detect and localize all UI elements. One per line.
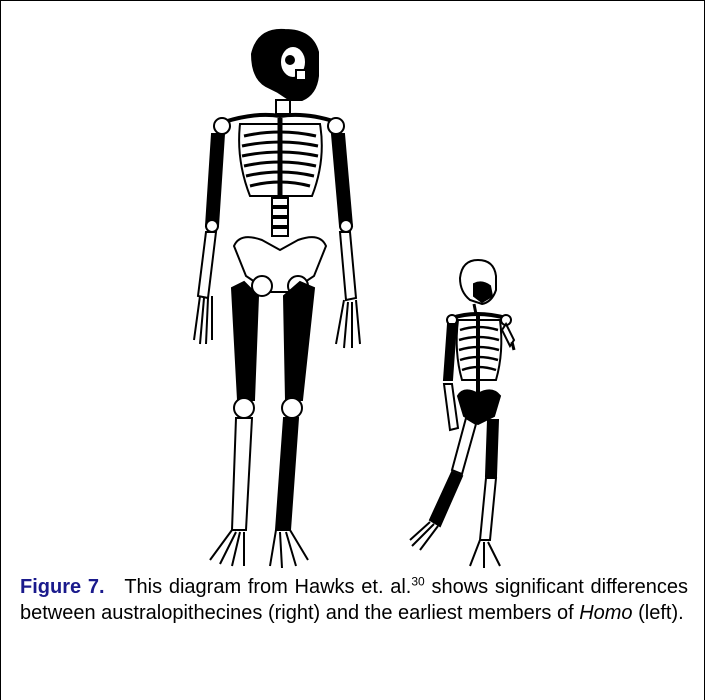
skeleton-illustration (0, 0, 707, 570)
citation-number: 30 (411, 574, 424, 588)
figure-caption: Figure 7. This diagram from Hawks et. al… (20, 574, 688, 626)
australopithecine-skeleton (410, 260, 514, 568)
homo-skeleton (194, 30, 360, 568)
figure-label: Figure 7. (20, 576, 105, 598)
caption-text-pre: This diagram from Hawks et. al. (124, 576, 411, 598)
caption-genus-homo: Homo (579, 602, 632, 624)
caption-text-post: (left). (633, 602, 684, 624)
